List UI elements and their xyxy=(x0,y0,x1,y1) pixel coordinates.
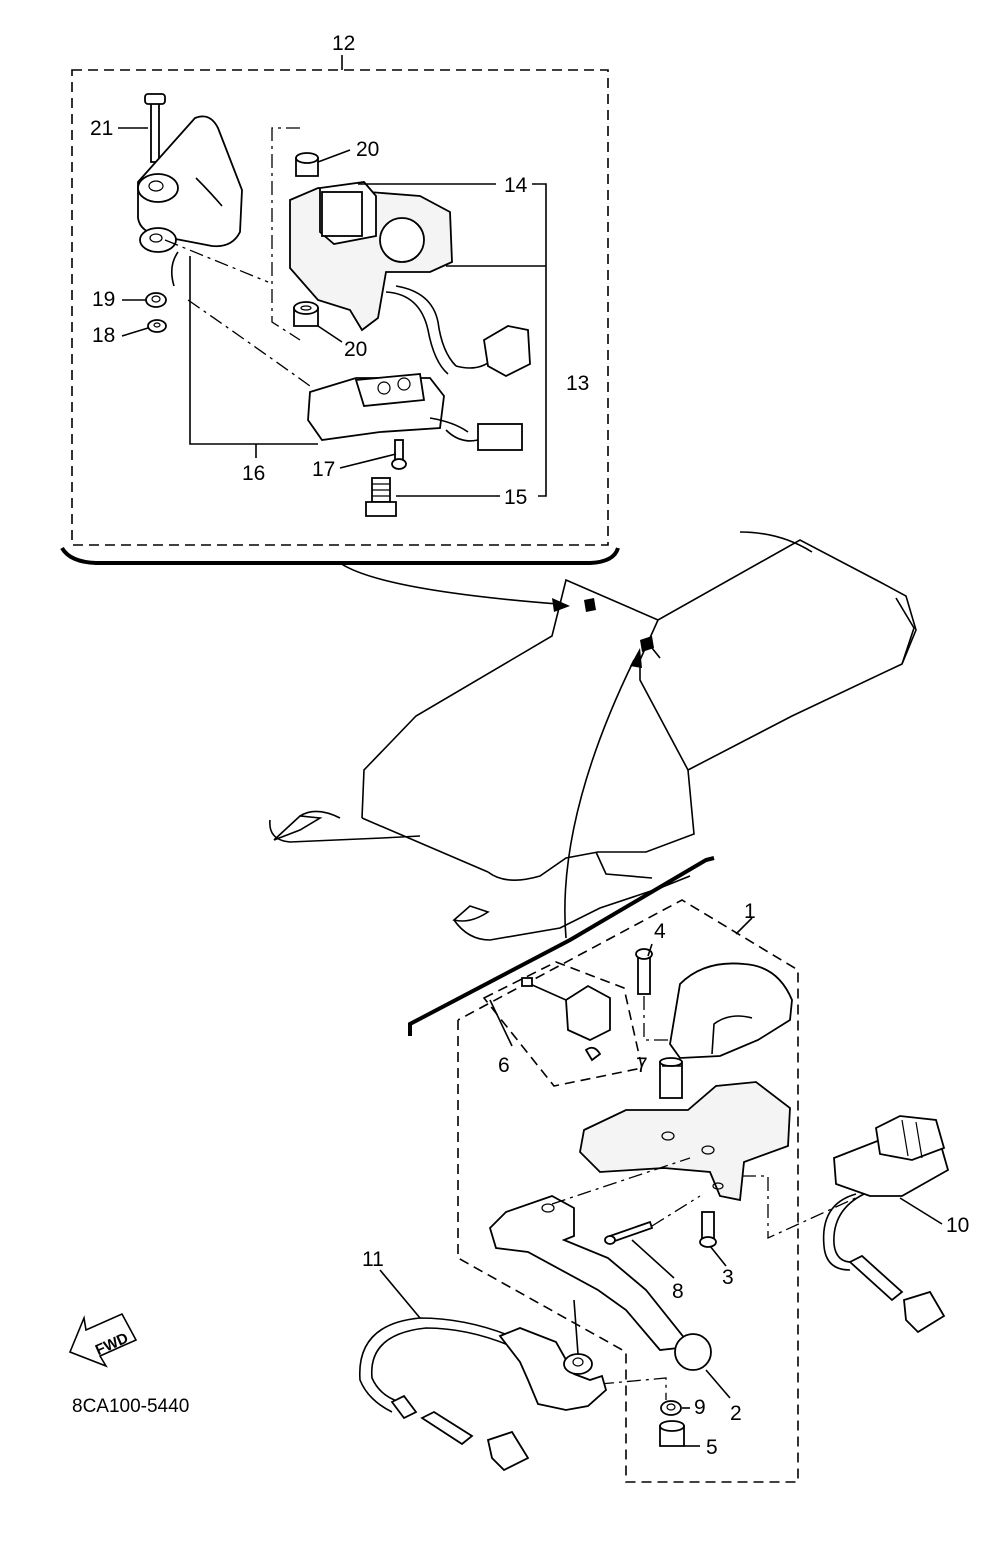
phantom-line-9 xyxy=(599,1377,667,1400)
leader-20-bottom xyxy=(317,325,343,343)
throttle-housing-part xyxy=(579,1081,791,1202)
washer-part-18 xyxy=(147,319,167,333)
assembly-1-dashed-border xyxy=(457,899,799,1483)
relay-part xyxy=(307,373,523,451)
leader-2 xyxy=(705,1369,731,1399)
callout-8: 8 xyxy=(672,1280,684,1303)
callout-10: 10 xyxy=(946,1214,969,1237)
phantom-line-bracket-to-relay xyxy=(187,299,311,387)
bracket-13 xyxy=(532,183,547,497)
leader-10 xyxy=(899,1197,943,1225)
callout-18: 18 xyxy=(92,324,115,347)
callout-13: 13 xyxy=(566,372,589,395)
callout-5: 5 xyxy=(706,1436,718,1459)
callout-14: 14 xyxy=(504,174,528,197)
screw-part-8 xyxy=(604,1220,654,1245)
washer-part-9 xyxy=(660,1400,682,1416)
leader-17 xyxy=(339,453,397,469)
callout-1: 1 xyxy=(744,900,756,923)
cable-part-11 xyxy=(359,1269,608,1472)
grommet-part-20-bottom xyxy=(293,301,319,327)
callout-20-bottom: 20 xyxy=(344,338,367,361)
bracket-part xyxy=(137,93,243,287)
lever-part xyxy=(488,1195,712,1371)
callout-11: 11 xyxy=(362,1248,384,1271)
collar-part-7 xyxy=(659,1057,683,1099)
throttle-cover-part xyxy=(669,962,793,1059)
pointer-arrowhead-top xyxy=(552,598,570,612)
callout-2: 2 xyxy=(730,1402,742,1425)
callout-9: 9 xyxy=(694,1396,706,1419)
callout-19: 19 xyxy=(92,288,115,311)
phantom-line-bracket-to-switch xyxy=(164,239,269,283)
bolt-part-3 xyxy=(699,1211,717,1248)
grommet-guide-bracket xyxy=(271,127,301,341)
pointer-to-seat xyxy=(339,562,559,605)
callout-4: 4 xyxy=(654,920,666,943)
assembly-12-group xyxy=(71,55,609,546)
switch-unit-part xyxy=(289,181,531,378)
switch-part-10 xyxy=(822,1115,950,1334)
washer-part-19 xyxy=(145,292,167,308)
callout-6: 6 xyxy=(498,1054,510,1077)
mount-mark-bottom xyxy=(640,636,654,652)
phantom-line-screw-8 xyxy=(651,1195,701,1227)
callout-15: 15 xyxy=(504,486,527,509)
group-6-dashed-border xyxy=(482,961,643,1087)
phantom-line-bolt-4 xyxy=(643,996,670,1041)
bolt-part-4 xyxy=(635,948,653,995)
leader-4 xyxy=(647,943,653,957)
leader-8 xyxy=(631,1239,675,1279)
leader-6 xyxy=(489,999,513,1047)
bolt-part-15 xyxy=(365,477,397,517)
callout-3: 3 xyxy=(722,1266,734,1289)
nut-part-5 xyxy=(659,1420,685,1447)
pointer-arrowhead-bottom xyxy=(630,648,642,668)
assembly-underline xyxy=(60,546,620,565)
callout-12: 12 xyxy=(332,32,355,55)
callout-20-top: 20 xyxy=(356,138,379,161)
snowmobile-outline xyxy=(269,531,917,941)
mount-mark-top xyxy=(584,598,596,612)
diagram-code: 8CA100-5440 xyxy=(72,1396,189,1417)
switch-block-part-6 xyxy=(521,977,611,1062)
grommet-part-20-top xyxy=(295,152,319,177)
callout-16: 16 xyxy=(242,462,265,485)
mount-marks xyxy=(584,598,661,659)
assembly-12-dashed-border xyxy=(71,69,609,546)
phantom-line-lever-to-housing xyxy=(551,1157,691,1205)
leader-20-top xyxy=(317,149,351,163)
assembly-1-leader xyxy=(735,917,753,935)
screw-part-17 xyxy=(391,439,407,470)
callout-21: 21 xyxy=(90,117,113,140)
phantom-line-10 xyxy=(742,1175,861,1240)
leader-3 xyxy=(709,1245,727,1267)
assembly-1-group xyxy=(457,899,943,1483)
fwd-label: FWD xyxy=(93,1330,131,1359)
callout-17: 17 xyxy=(312,458,335,481)
leader-11 xyxy=(379,1269,421,1319)
fwd-arrow-icon: FWD xyxy=(68,1312,138,1368)
leader-18 xyxy=(121,327,149,337)
callout-7: 7 xyxy=(636,1054,648,1077)
bracket-16 xyxy=(189,256,318,445)
handlebar-line xyxy=(408,856,715,1036)
pointer-lower-to-seat xyxy=(564,659,635,939)
